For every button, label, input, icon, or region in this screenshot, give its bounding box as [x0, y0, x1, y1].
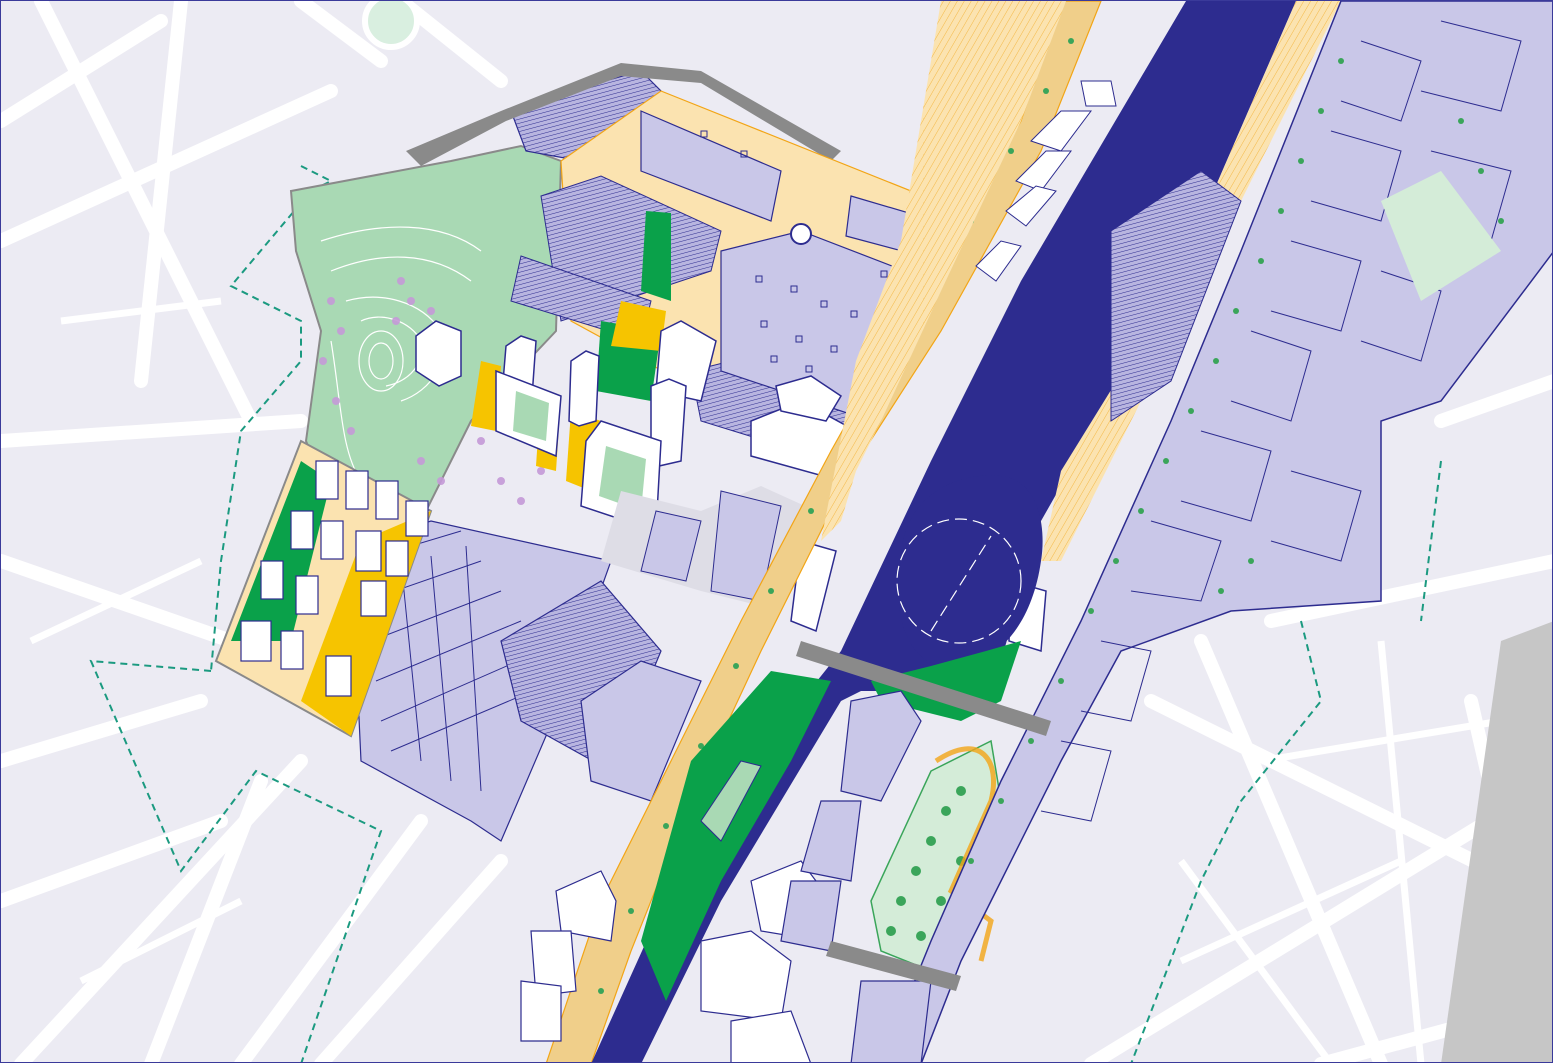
courtyard-green-1 — [513, 391, 549, 441]
green-strip-1 — [641, 211, 671, 301]
residential-south — [520, 860, 832, 1062]
road-cross-south — [826, 941, 961, 991]
rail-yard[interactable] — [350, 520, 612, 842]
turning-basin[interactable] — [898, 475, 1043, 667]
canal-south-park — [641, 671, 831, 1001]
park-southeast-path — [934, 746, 997, 962]
canal-barges — [975, 80, 1117, 282]
block-office-1 — [640, 510, 702, 582]
depot-building — [580, 660, 702, 802]
railway-strip-east — [1441, 621, 1552, 1062]
east-street-trees — [968, 58, 1504, 864]
canal-bank-west — [821, 1, 1066, 541]
factory-rotunda — [790, 223, 812, 245]
north-road — [406, 63, 841, 166]
road-cross-basin — [796, 641, 1051, 736]
east-green-corridor — [1381, 171, 1501, 301]
turning-basin-markings — [896, 518, 1022, 644]
park-southeast-trees — [886, 786, 966, 941]
factory-roof-lights — [700, 130, 888, 373]
factory-north — [640, 110, 782, 222]
bank-warehouse — [1110, 170, 1242, 422]
background-streets-thin — [29, 297, 1502, 1062]
residential-towers-west — [240, 460, 429, 697]
park-west-trees — [319, 277, 545, 505]
canal-south-promenade — [700, 760, 762, 842]
residential-green-west — [231, 461, 331, 641]
yellow-strip-2 — [471, 361, 501, 431]
yellow-strip-1 — [611, 301, 666, 351]
mid-south-buildings — [780, 690, 932, 1062]
east-dense-district — [881, 1, 1552, 1062]
roundabout-northwest — [362, 1, 420, 50]
